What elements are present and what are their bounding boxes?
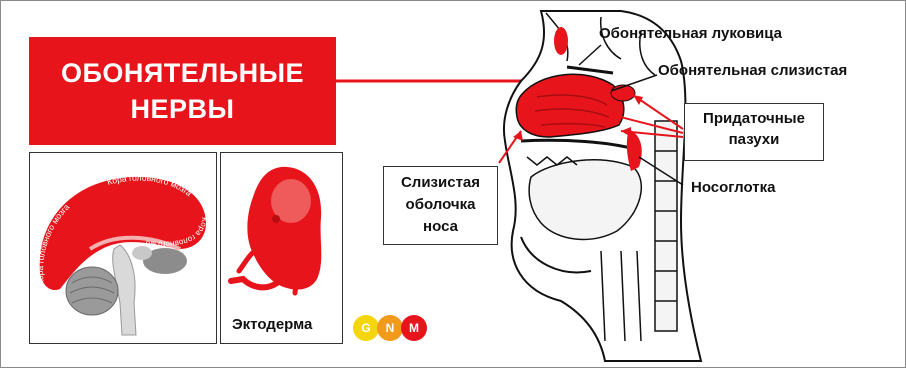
sinuses-box: Придаточные пазухи [684, 103, 824, 161]
nasal-mucosa-line-3: носа [384, 216, 497, 238]
sinuses-line-2: пазухи [685, 129, 823, 151]
nasal-mucosa-box: Слизистая оболочка носа [383, 166, 498, 245]
nasopharynx-label: Носоглотка [691, 179, 776, 196]
sinuses-line-1: Придаточные [685, 109, 823, 129]
olfactory-bulb-label: Обонятельная луковица [599, 25, 782, 42]
olfactory-mucosa-label: Обонятельная слизистая [658, 62, 847, 79]
cervical-spine [655, 121, 677, 331]
nasal-mucosa-line-2: оболочка [384, 194, 497, 216]
nasal-mucosa-line-1: Слизистая [384, 172, 497, 194]
